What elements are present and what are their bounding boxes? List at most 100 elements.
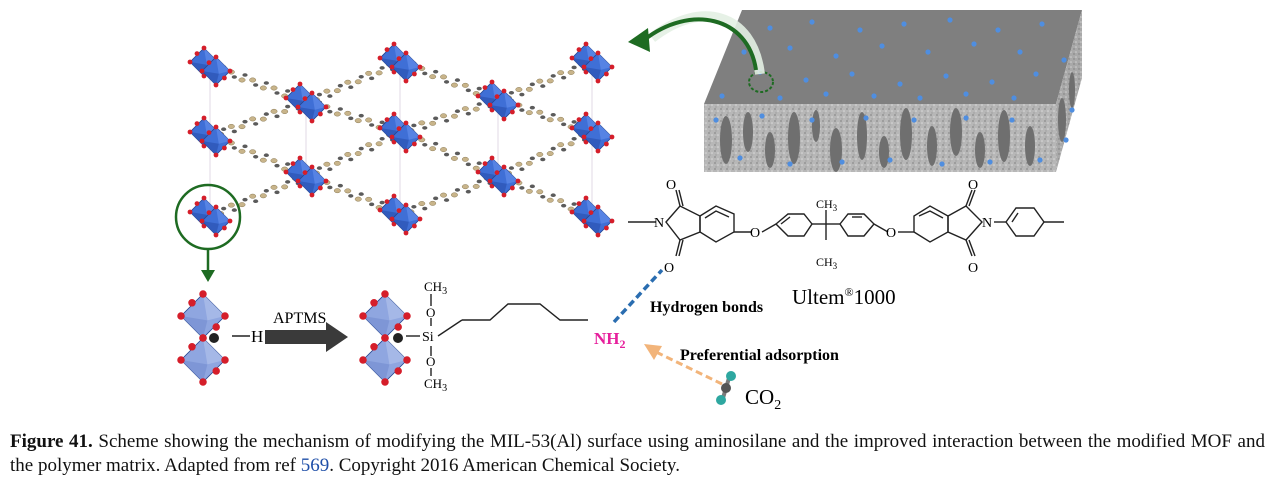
- linker-atom-dark: [540, 115, 546, 120]
- membrane-particle: [989, 79, 995, 85]
- linker-atom-dark: [348, 85, 354, 90]
- octahedron: [177, 334, 229, 386]
- octahedron-facet: [598, 123, 612, 140]
- oxygen-atom: [377, 207, 383, 213]
- oxygen-atom: [396, 126, 402, 131]
- linker-atom-dark: [231, 208, 237, 212]
- linker-atom: [546, 117, 554, 123]
- ultem-o-carbonyl-top-left: O: [666, 178, 676, 193]
- membrane-particle: [1039, 21, 1045, 27]
- oxygen-atom: [489, 79, 495, 85]
- linker-atom-dark: [379, 66, 385, 70]
- oxygen-atom: [194, 201, 200, 207]
- oxygen-atom: [177, 356, 185, 364]
- oxygen-atom: [384, 47, 390, 52]
- linker-atom: [270, 108, 278, 114]
- silane-ch3-bottom: CH3: [424, 376, 447, 394]
- linker-atom-dark: [369, 147, 375, 152]
- oxygen-atom: [403, 78, 409, 84]
- metal-center: [393, 333, 403, 343]
- linker-atom-dark: [221, 206, 227, 211]
- linker-atom-dark: [561, 122, 567, 127]
- linker-atom: [557, 116, 565, 122]
- linker-atom: [238, 124, 246, 130]
- linker-atom-dark: [540, 194, 546, 199]
- linker-atom-dark: [285, 162, 291, 166]
- oxygen-atom: [187, 209, 193, 215]
- oxygen-atom: [221, 356, 229, 364]
- linker-atom-dark: [519, 92, 525, 97]
- oxygen-atom: [391, 69, 397, 75]
- linker-atom-dark: [231, 146, 237, 150]
- oxygen-atom: [583, 139, 589, 145]
- linker-atom-dark: [454, 78, 461, 82]
- membrane-particle: [963, 91, 969, 97]
- linker-atom-dark: [263, 153, 269, 158]
- octahedron: [359, 290, 411, 342]
- oxygen-atom: [412, 71, 417, 77]
- oxygen-atom: [403, 230, 409, 236]
- octahedron-facet: [181, 316, 208, 338]
- linker-atom-dark: [561, 147, 567, 152]
- linker-chain: [407, 99, 493, 133]
- linker-atom: [536, 151, 544, 157]
- linker-atom: [238, 148, 246, 154]
- membrane-pore: [743, 112, 753, 152]
- octahedron: [199, 124, 233, 158]
- linker-atom-dark: [274, 190, 280, 195]
- linker-atom: [429, 200, 437, 206]
- linker-atom: [333, 111, 341, 117]
- membrane-particle: [995, 27, 1001, 33]
- oxygen-atom: [359, 356, 367, 364]
- oxygen-atom: [501, 164, 507, 170]
- oxygen-atom: [609, 134, 615, 140]
- linker-atom-dark: [561, 203, 567, 208]
- ultem-name: Ultem®1000: [792, 285, 896, 309]
- octahedron-facet: [584, 137, 601, 151]
- linker-atom: [249, 77, 257, 83]
- linker-atom-dark: [454, 151, 461, 156]
- octahedron-facet: [406, 53, 420, 70]
- linker-atom-dark: [411, 123, 417, 128]
- linker-atom-dark: [550, 74, 556, 78]
- linker-atom: [333, 188, 341, 194]
- oxygen-atom: [482, 85, 488, 90]
- membrane-particle: [1033, 71, 1039, 77]
- linker-atom: [270, 158, 278, 164]
- linker-atom: [525, 188, 533, 194]
- octahedron: [199, 204, 233, 238]
- ultem-ch3-top: CH3: [816, 197, 838, 213]
- linker-atom: [281, 109, 289, 115]
- octahedron: [581, 50, 615, 84]
- oxygen-atom: [297, 183, 303, 189]
- linker-atom-dark: [454, 188, 461, 192]
- oxygen-atom: [576, 117, 582, 122]
- octahedron-facet: [406, 123, 420, 140]
- linker-atom: [227, 123, 235, 129]
- membrane-particle: [809, 19, 815, 25]
- oxygen-atom: [188, 299, 196, 307]
- membrane-particle: [719, 93, 725, 99]
- metal-center: [209, 333, 219, 343]
- octahedron-facet: [312, 93, 326, 110]
- reference-link[interactable]: 569: [300, 455, 330, 476]
- linker-atom: [440, 74, 448, 80]
- oxygen-atom: [370, 343, 378, 351]
- adsorption-arrowhead: [644, 344, 662, 360]
- oxygen-atom: [221, 312, 229, 320]
- linker-atom: [546, 78, 554, 84]
- linker-atom: [461, 184, 469, 190]
- oxygen-atom: [227, 218, 233, 224]
- oxygen-atom: [213, 204, 219, 210]
- figure-caption: Figure 41. Scheme showing the mechanism …: [10, 430, 1265, 478]
- octahedron: [199, 54, 233, 88]
- preferential-adsorption-label: Preferential adsorption: [680, 347, 839, 364]
- oxygen-atom: [412, 141, 417, 147]
- silane-ch3-top: CH3: [424, 279, 447, 297]
- membrane-pore: [765, 132, 775, 168]
- membrane-particle: [1069, 107, 1075, 113]
- linker-chain: [217, 175, 301, 217]
- oxygen-atom: [295, 104, 301, 110]
- membrane-pore: [830, 128, 842, 172]
- linker-atom-dark: [358, 192, 364, 196]
